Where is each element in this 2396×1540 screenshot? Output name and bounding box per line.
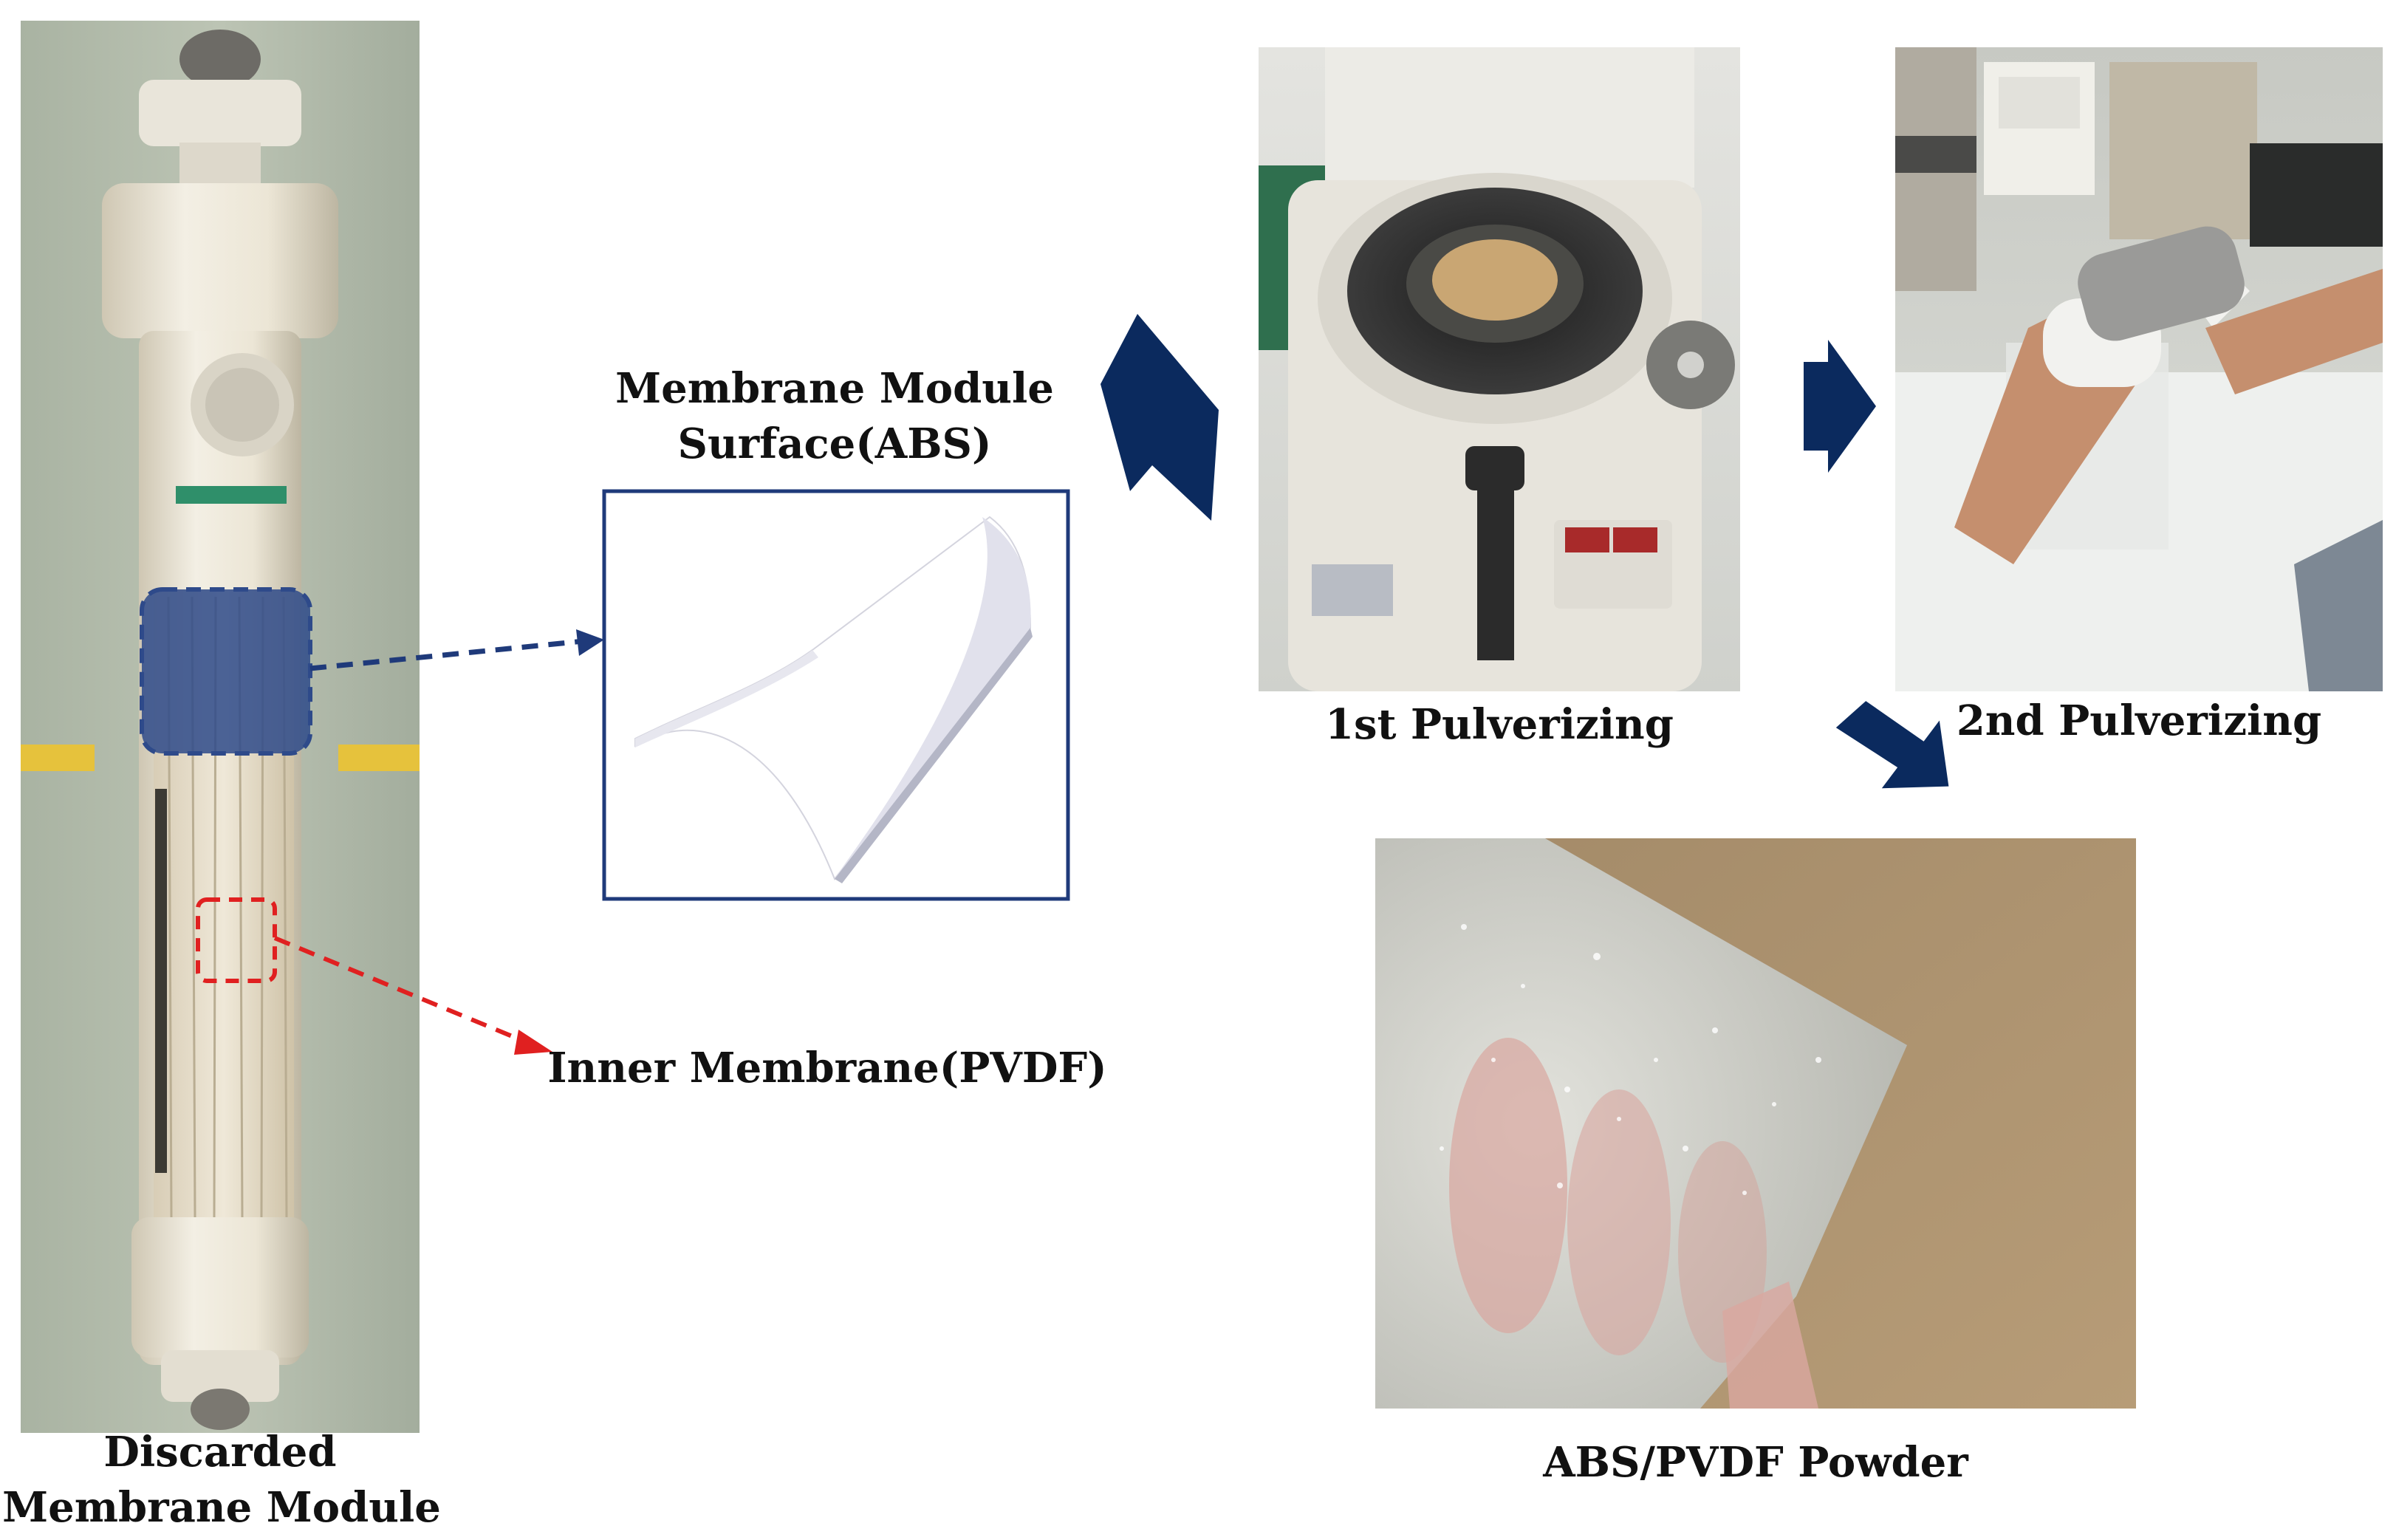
process-arrow-2-icon [1804, 340, 1876, 473]
inner-arrowhead-icon [514, 1030, 552, 1055]
surface-highlight-box [140, 587, 312, 756]
surface-label-line2: Surface(ABS) [677, 420, 992, 468]
surface-connector-arrow [309, 638, 584, 671]
inner-connector-arrow [273, 936, 533, 1047]
surface-label-line1: Membrane Module [615, 364, 1054, 413]
powder-photo [1375, 838, 2136, 1409]
second-pulverizing-label: 2nd Pulverizing [1956, 697, 2322, 745]
process-arrow-1-icon [1101, 314, 1219, 521]
first-pulverizing-label: 1st Pulverizing [1325, 700, 1674, 749]
process-arrow-3-icon [1835, 701, 1949, 789]
module-label-line2: Membrane Module [2, 1483, 441, 1532]
curved-sheet-shape [634, 516, 1033, 883]
inner-highlight-box [196, 897, 277, 983]
first-pulverizer-photo [1259, 47, 1740, 691]
module-label-line1: Discarded [103, 1428, 337, 1476]
powder-label: ABS/PVDF Powder [1543, 1438, 1968, 1487]
inner-membrane-label: Inner Membrane(PVDF) [547, 1044, 1107, 1092]
surface-arrowhead-icon [576, 629, 604, 656]
second-pulverizer-photo [1895, 47, 2383, 691]
